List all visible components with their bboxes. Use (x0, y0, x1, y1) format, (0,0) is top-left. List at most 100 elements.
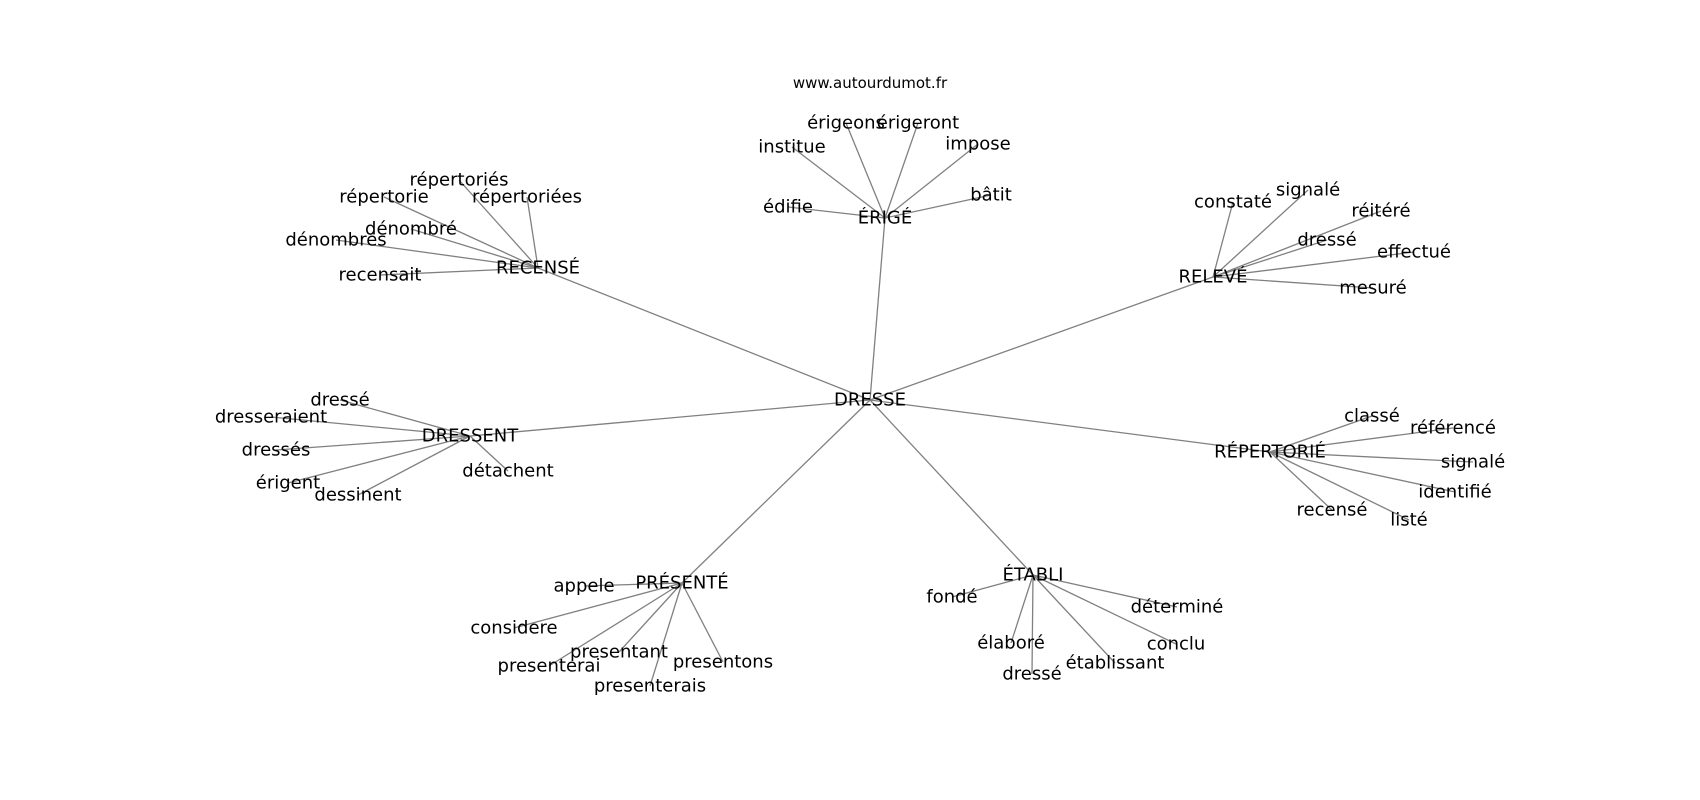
edge-hub-word (357, 435, 471, 496)
source-url[interactable]: www.autourdumot.fr (793, 74, 948, 92)
related-word[interactable]: signalé (1276, 180, 1340, 201)
related-word[interactable]: détachent (462, 461, 553, 482)
related-word[interactable]: dénombrés (285, 230, 386, 251)
edge-hub-word (458, 179, 539, 269)
edge-hub-word (618, 582, 683, 653)
hub-word[interactable]: DRESSENT (422, 426, 519, 447)
edge-hub-word (1269, 415, 1373, 453)
edge-hub-word (513, 582, 683, 629)
hub-word[interactable]: RELEVÉ (1179, 266, 1248, 288)
edge-hub-word (1212, 239, 1328, 278)
edge-hub-word (1269, 427, 1454, 453)
related-word[interactable]: dressés (242, 440, 311, 461)
edge-hub-word (410, 228, 539, 269)
center-word[interactable]: DRESSE (834, 390, 906, 411)
related-word[interactable]: élaboré (977, 633, 1045, 654)
related-word[interactable]: constaté (1194, 192, 1272, 213)
related-word[interactable]: effectué (1377, 242, 1451, 263)
edge-hub-word (1032, 574, 1178, 608)
edge-hub-word (845, 122, 886, 219)
edge-hub-word (275, 435, 471, 451)
related-word[interactable]: dessinent (314, 485, 401, 506)
related-word[interactable]: dénombré (365, 219, 457, 240)
related-word[interactable]: conclu (1147, 634, 1206, 655)
edge-hub-word (884, 194, 992, 219)
edge-hub-word (526, 196, 539, 269)
related-word[interactable]: appele (553, 576, 614, 597)
edge-hub-word (583, 582, 683, 587)
edge-hub-word (951, 574, 1034, 598)
related-word[interactable]: recensé (1297, 500, 1368, 521)
edge-hub-word (649, 582, 683, 687)
edge-hub-word (1269, 451, 1456, 493)
hub-word[interactable]: RÉPERTORIÉ (1214, 441, 1326, 463)
edge-hub-word (383, 196, 539, 269)
related-word[interactable]: fondé (926, 587, 977, 608)
edge-hub-word (884, 122, 919, 219)
related-word[interactable]: dressé (1297, 230, 1356, 251)
related-word[interactable]: répertoriés (410, 170, 509, 191)
related-word[interactable]: impose (945, 134, 1010, 155)
edge-center-hub (537, 267, 871, 401)
hub-word[interactable]: RECENSÉ (496, 257, 580, 279)
related-word[interactable]: édifie (763, 197, 813, 218)
related-word[interactable]: presenterais (594, 676, 706, 697)
edge-hub-word (681, 582, 724, 663)
related-word[interactable]: répertorie (339, 187, 429, 208)
edge-hub-word (469, 435, 509, 472)
edge-hub-word (335, 239, 539, 269)
related-word[interactable]: identifié (1418, 482, 1491, 503)
edge-hub-word (287, 435, 471, 484)
edge-hub-word (548, 582, 683, 667)
related-word[interactable]: mesuré (1339, 278, 1406, 299)
related-word[interactable]: érigeons (807, 113, 885, 134)
related-word[interactable]: recensait (339, 265, 422, 286)
edge-center-hub (869, 399, 1271, 453)
edge-hub-word (379, 267, 539, 276)
edge-hub-word (1212, 251, 1415, 278)
edge-hub-word (1031, 574, 1034, 675)
edge-hub-word (339, 399, 471, 437)
related-word[interactable]: presentons (673, 652, 773, 673)
related-word[interactable]: dressé (1002, 664, 1061, 685)
edge-hub-word (270, 416, 471, 437)
related-word[interactable]: considere (470, 618, 557, 639)
edge-center-hub (869, 217, 886, 401)
edge-hub-word (1212, 189, 1309, 278)
edge-hub-word (1010, 574, 1034, 644)
related-word[interactable]: signalé (1441, 452, 1505, 473)
edge-hub-word (1212, 201, 1234, 278)
related-word[interactable]: bâtit (970, 185, 1012, 206)
edge-hub-word (884, 143, 979, 219)
related-word[interactable]: institue (758, 137, 825, 158)
edge-hub-word (1269, 451, 1410, 521)
edge-hub-word (787, 206, 886, 219)
related-word[interactable]: listé (1390, 510, 1428, 531)
hub-word[interactable]: ÉTABLI (1003, 564, 1064, 586)
related-word[interactable]: établissant (1066, 653, 1165, 674)
related-word[interactable]: dressé (310, 390, 369, 411)
edge-center-hub (469, 399, 871, 437)
edge-hub-word (1212, 210, 1382, 278)
edge-hub-word (1269, 451, 1474, 463)
related-word[interactable]: répertoriées (472, 187, 582, 208)
edges (270, 122, 1474, 687)
hub-word[interactable]: ÉRIGÉ (858, 207, 913, 229)
edge-hub-word (791, 146, 886, 219)
related-word[interactable]: érigent (256, 473, 320, 494)
edge-center-hub (681, 399, 871, 584)
related-word[interactable]: érigeront (877, 113, 959, 134)
hub-word[interactable]: PRÉSENTÉ (635, 572, 728, 594)
edge-hub-word (1032, 574, 1177, 645)
edge-hub-word (1269, 451, 1333, 511)
related-word[interactable]: réitéré (1351, 201, 1410, 222)
related-word[interactable]: référencé (1410, 418, 1496, 439)
related-word[interactable]: presenterai (498, 656, 601, 677)
related-word[interactable]: déterminé (1131, 597, 1224, 618)
edge-center-hub (869, 399, 1034, 576)
related-word[interactable]: presentant (570, 642, 668, 663)
related-word[interactable]: dresseraient (215, 407, 327, 428)
related-word[interactable]: classé (1344, 406, 1400, 427)
edge-hub-word (1212, 276, 1374, 289)
